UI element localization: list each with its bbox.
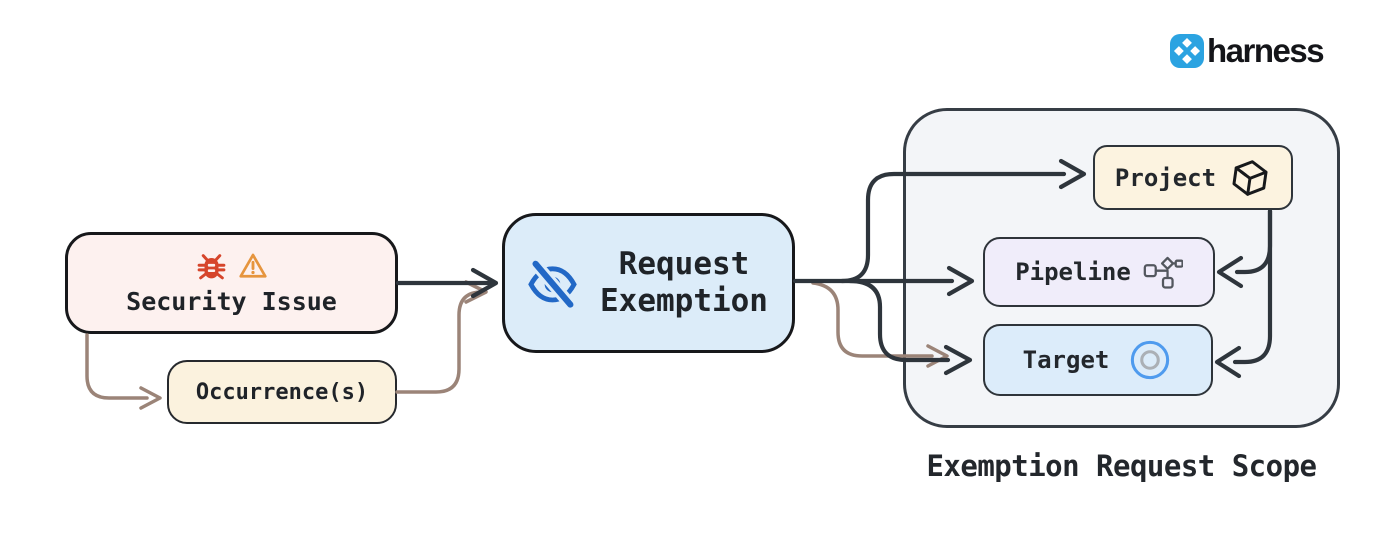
node-request-exemption: Request Exemption bbox=[502, 213, 795, 353]
workflow-dag-icon bbox=[1143, 256, 1183, 289]
warning-triangle-icon bbox=[237, 251, 269, 281]
project-label: Project bbox=[1114, 163, 1217, 192]
harness-logo-icon bbox=[1170, 34, 1204, 68]
pipeline-label: Pipeline bbox=[1015, 258, 1131, 286]
eye-off-icon bbox=[525, 256, 580, 311]
target-circles-icon bbox=[1127, 337, 1173, 383]
node-occurrences: Occurrence(s) bbox=[167, 360, 397, 424]
package-cube-icon bbox=[1226, 154, 1273, 201]
node-target: Target bbox=[983, 324, 1213, 396]
target-label: Target bbox=[1022, 346, 1110, 374]
scope-title: Exemption Request Scope bbox=[926, 449, 1317, 483]
node-project: Project bbox=[1093, 145, 1293, 210]
occurrences-label: Occurrence(s) bbox=[195, 379, 369, 405]
brand-lockup: harness bbox=[1170, 32, 1325, 70]
node-security-issue: Security Issue bbox=[65, 232, 398, 334]
bug-icon bbox=[195, 251, 228, 282]
node-pipeline: Pipeline bbox=[983, 237, 1215, 307]
security-icon-row bbox=[195, 250, 269, 282]
brand-wordmark: harness bbox=[1207, 32, 1325, 69]
security-issue-label: Security Issue bbox=[126, 287, 337, 316]
request-exemption-label: Request Exemption bbox=[600, 246, 768, 319]
